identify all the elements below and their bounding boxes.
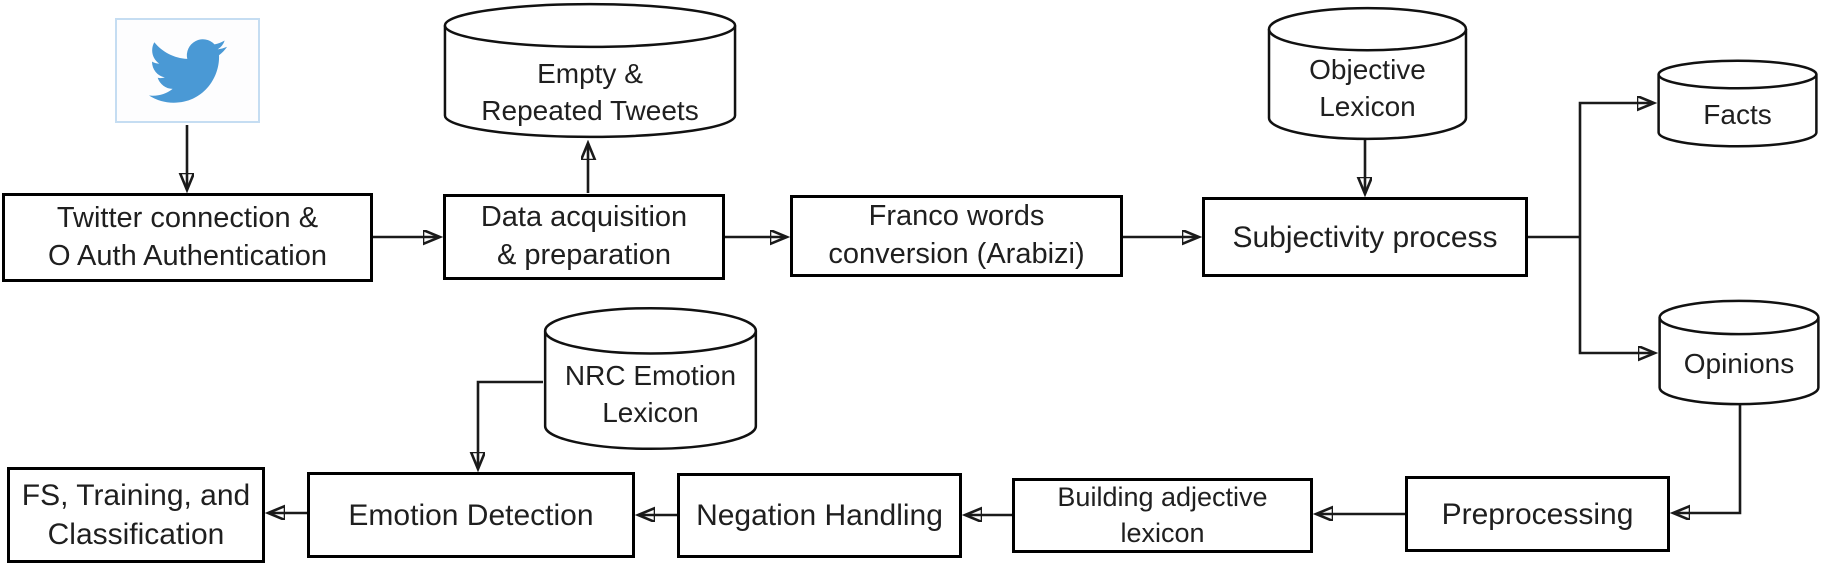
datastore-label: Objective Lexicon (1309, 54, 1426, 122)
edge-opinions-to-preprocessing (1674, 405, 1742, 513)
datastore-objective-lexicon: Objective Lexicon (1267, 7, 1468, 140)
cylinder-shape (1658, 300, 1820, 405)
node-franco-words-conversion: Franco words conversion (Arabizi) (790, 195, 1123, 277)
cylinder-shape (1267, 7, 1468, 140)
node-label: Emotion Detection (348, 498, 594, 532)
datastore-facts: Facts (1657, 60, 1818, 147)
datastore-label: Empty & Repeated Tweets (481, 58, 699, 126)
node-data-acquisition: Data acquisition & preparation (443, 194, 725, 280)
datastore-label: NRC Emotion Lexicon (564, 360, 737, 428)
node-label: Franco words conversion (Arabizi) (828, 200, 1085, 270)
node-subjectivity-process: Subjectivity process (1202, 197, 1528, 277)
node-label: Data acquisition & preparation (480, 201, 688, 271)
cylinder-shape (543, 307, 758, 450)
edge-subjectivity-to-facts (1578, 103, 1653, 237)
node-negation-handling: Negation Handling (677, 473, 962, 558)
edge-nrc-to-emotion (478, 380, 543, 468)
node-label: Twitter connection & O Auth Authenticati… (48, 201, 327, 272)
node-twitter-connection-auth: Twitter connection & O Auth Authenticati… (2, 193, 373, 282)
twitter-logo-frame (115, 18, 260, 123)
node-emotion-detection: Emotion Detection (307, 472, 635, 558)
node-label: FS, Training, and Classification (21, 479, 251, 551)
node-label: Negation Handling (696, 499, 943, 532)
node-fs-training-classification: FS, Training, and Classification (7, 467, 265, 563)
cylinder-shape (1657, 60, 1818, 147)
datastore-label: Opinions (1683, 348, 1795, 380)
datastore-empty-repeated-tweets: Empty & Repeated Tweets (442, 3, 738, 138)
node-label: Preprocessing (1441, 497, 1634, 531)
node-building-adjective-lexicon: Building adjective lexicon (1012, 478, 1313, 553)
twitter-bird-icon (148, 38, 227, 103)
datastore-nrc-emotion-lexicon: NRC Emotion Lexicon (543, 307, 758, 450)
node-label: Building adjective lexicon (1057, 482, 1268, 548)
datastore-label: Facts (1703, 99, 1772, 131)
edge-subjectivity-to-opinions (1578, 237, 1654, 353)
cylinder-shape (442, 3, 738, 138)
node-label: Subjectivity process (1232, 220, 1498, 254)
datastore-opinions: Opinions (1658, 300, 1820, 405)
node-preprocessing: Preprocessing (1405, 476, 1670, 552)
